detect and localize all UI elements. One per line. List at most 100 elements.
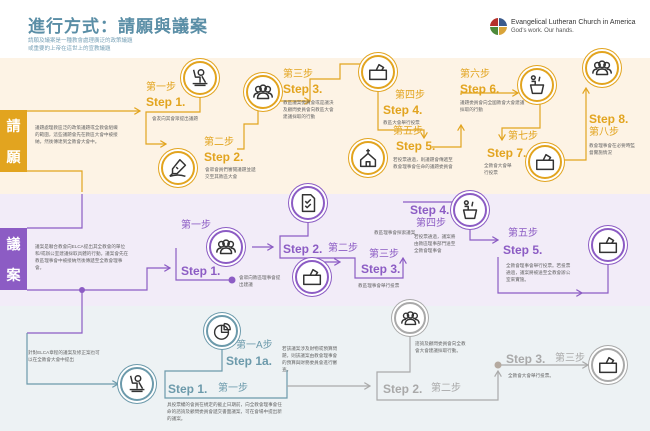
- step-chinese-label: 第七步: [508, 131, 538, 142]
- step-icon-circle: [453, 193, 487, 227]
- step-chinese-label: 第一步: [218, 383, 248, 394]
- step-icon-circle: [206, 315, 238, 347]
- step-chinese-label: 第一步: [181, 220, 211, 231]
- step-icon-circle: [591, 348, 625, 382]
- label-char: 議: [6, 235, 21, 252]
- step-english-label: Step 4.: [383, 103, 423, 117]
- ballot-box-icon: [302, 268, 322, 286]
- people-icon: [216, 239, 236, 255]
- assembly-note: 針對ELCA章程的議案及修正案也可以在全教會大會中提出: [28, 350, 100, 362]
- label-char: 願: [6, 148, 21, 165]
- step-english-label: Step 4.: [410, 203, 450, 217]
- ballot-box-icon: [598, 356, 618, 374]
- step-icon-circle: [295, 260, 329, 294]
- step-chinese-label: 第三步: [283, 69, 313, 80]
- raised-hand-icon: [192, 68, 208, 87]
- step-chinese-label: 第五步: [508, 228, 538, 239]
- step-description: 諮詢及顧問委員會向全教會大會建議採取行動。: [415, 341, 466, 353]
- step-icon-circle: [161, 151, 195, 185]
- step-icon-circle: [528, 145, 562, 179]
- people-icon: [253, 84, 273, 100]
- church-icon: [359, 148, 377, 168]
- step-description: 若投票通過，則議題會傳遞至教會理事會任命的議題委員會: [393, 157, 453, 169]
- step-chinese-label: 第四步: [395, 90, 425, 101]
- step-english-label: Step 6.: [460, 82, 500, 96]
- step-description: 會眾會員們審閱議題並遞交至其教區大會: [205, 167, 256, 179]
- subtitle-line: 或重要的上帝在這世上的宣教議題: [28, 46, 111, 52]
- step-english-label: Step 3.: [506, 352, 546, 366]
- step-english-label: Step 1.: [168, 382, 208, 396]
- step-icon-circle: [351, 141, 385, 175]
- resolution-label: 議 案: [0, 228, 27, 290]
- page-title: 進行方式：請願與議案: [28, 17, 208, 36]
- assembly-band: [0, 306, 650, 431]
- step-description: 會眾向教區理事會提出建議: [239, 275, 281, 287]
- step-description: 教區理事會舉行投票: [358, 283, 400, 288]
- step-icon-circle: [120, 367, 154, 401]
- step-description: 教區大會舉行投票: [383, 120, 420, 125]
- step-description: 具投票權的會員在規定的截止日期前，向全教會理事會任命的諮詢及顧問委員會遞交書面議…: [167, 402, 282, 421]
- people-icon: [400, 310, 420, 325]
- step-chinese-label: 第六步: [460, 69, 490, 80]
- step-english-label: Step 1a.: [226, 354, 273, 368]
- step-chinese-label: 第四步: [416, 218, 446, 229]
- step-icon-circle: [291, 186, 325, 220]
- elca-logo: [490, 18, 507, 35]
- step-english-label: Step 8.: [589, 112, 629, 126]
- people-icon: [592, 60, 612, 76]
- step-description: 全教會大會舉行投票。: [508, 373, 554, 378]
- step-icon-circle: [361, 55, 395, 89]
- podium-icon: [529, 75, 545, 95]
- step-chinese-label: 第一步: [146, 82, 176, 93]
- step-description: 若該議案涉及財物或預算問題，則該議案由教會理事會的預算與財務委員會進行審查。: [282, 346, 338, 372]
- step-english-label: Step 1.: [146, 95, 186, 109]
- step-icon-circle: [183, 61, 217, 95]
- resolution-description: 議案是聯合教會向ELCA提出其全教會的單位和/或辦公室建議採取具體的行動。議案會…: [35, 244, 129, 270]
- memorial-description: 議題處理教區泛的政策議題或全教會組織的範圍，這些議題會先在教區大會中被接納，然後…: [35, 125, 118, 144]
- step-english-label: Step 5.: [396, 139, 436, 153]
- label-char: 請: [6, 117, 21, 134]
- step-chinese-label: 第二步: [204, 137, 234, 148]
- step-description: 會友向其會眾提出議題: [152, 116, 198, 121]
- junction-dot: [79, 287, 85, 293]
- logo-name: Evangelical Lutheran Church in America: [511, 19, 636, 26]
- ballot-box-icon: [368, 63, 388, 81]
- step-description: 全教會大會舉行投票: [484, 163, 512, 175]
- step-icon-circle: [394, 302, 426, 334]
- step-chinese-label: 第二步: [328, 243, 358, 254]
- ballot-box-icon: [598, 236, 618, 254]
- logo-tagline: God's work. Our hands.: [511, 28, 574, 34]
- ballot-box-icon: [535, 153, 555, 171]
- step-chinese-label: 第二步: [431, 383, 461, 394]
- checklist-document-icon: [301, 193, 316, 213]
- step-english-label: Step 2.: [383, 382, 423, 396]
- step-description: 若投票通過，議案將由教區理事部門送至全教會理事會: [414, 234, 456, 253]
- step-icon-circle: [591, 228, 625, 262]
- step-chinese-label: 第三步: [555, 353, 585, 364]
- step-chinese-label: 第三步: [369, 249, 399, 260]
- step-english-label: Step 3.: [283, 82, 323, 96]
- raised-hand-icon: [129, 374, 145, 393]
- step-icon-circle: [246, 75, 280, 109]
- step-english-label: Step 1.: [181, 264, 221, 278]
- step-icon-circle: [209, 230, 243, 264]
- step-description: 全教會理事會舉行投票。若投票通過，議案將被送至全教會辦公室來實施。: [506, 263, 571, 282]
- label-char: 案: [6, 266, 21, 283]
- subtitle-line: 請願及議案是一種教會處理廣泛的政策議題: [28, 38, 133, 44]
- step-chinese-label: 第五步: [393, 126, 423, 137]
- junction-dot: [228, 276, 236, 284]
- step-english-label: Step 5.: [503, 243, 543, 257]
- step-icon-circle: [520, 68, 554, 102]
- step-icon-circle: [585, 51, 619, 85]
- podium-icon: [462, 200, 478, 220]
- step-chinese-label: 第八步: [589, 127, 619, 138]
- step-description: 教區理事會探索議案: [374, 230, 416, 235]
- step-english-label: Step 2.: [204, 150, 244, 164]
- step-english-label: Step 2.: [283, 242, 323, 256]
- junction-dot: [494, 361, 502, 369]
- pen-icon: [169, 158, 187, 177]
- step-description: 教區議案委員會或是議決及顧問委員會向教區大會建議採取的行動: [283, 100, 334, 119]
- step-description: 教會理事會在必要時監督實施情況: [589, 143, 635, 155]
- pie-chart-icon: [213, 322, 231, 340]
